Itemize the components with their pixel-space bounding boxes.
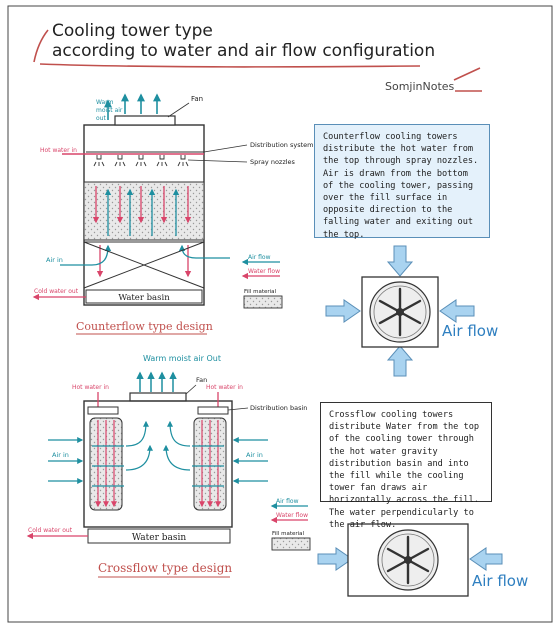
crossflow-water-arrows	[95, 420, 221, 508]
crossflow-fan-leader	[185, 384, 197, 395]
crossflow-warm-air-label: Warm moist air Out	[143, 354, 221, 363]
crossflow-distribution-label: Distribution basin	[250, 404, 307, 412]
counterflow-legend-air-label: Air flow	[248, 254, 271, 261]
crossflow-legend-air-label: Air flow	[276, 498, 299, 505]
counterflow-warm-air-label-1: Warm	[96, 99, 114, 106]
crossflow-air-arrows	[48, 420, 268, 487]
title-underline	[33, 29, 421, 68]
crossflow-basin-label: Water basin	[132, 533, 187, 543]
crossflow-diagram: Warm moist air Out Fan Hot water in Hot …	[26, 354, 311, 578]
counterflow-fan-label: Fan	[191, 95, 203, 103]
crossflow-distribution-basin-right	[197, 406, 229, 415]
counterflow-nozzle-leader	[187, 159, 248, 163]
title-line2: according to water and air flow configur…	[52, 41, 435, 61]
crossflow-caption: Crossflow type design	[98, 561, 232, 575]
crossflow-distribution-basin-left	[87, 406, 119, 415]
counterflow-fan-arrow-bottom	[386, 345, 414, 377]
counterflow-air-arrows	[60, 188, 230, 266]
counterflow-fan-illustration: Air flow	[325, 245, 498, 377]
crossflow-air-in-label-right: Air in	[246, 451, 263, 459]
crossflow-cold-water-label: Cold water out	[28, 527, 73, 534]
counterflow-fill-material	[83, 181, 205, 241]
counterflow-legend-fill-label: Fill material	[244, 289, 277, 295]
counterflow-basin-label: Water basin	[118, 293, 170, 303]
crossflow-fan-arrow-left	[317, 547, 353, 571]
counterflow-water-arrows	[92, 186, 192, 278]
counterflow-cold-water-label: Cold water out	[34, 288, 79, 295]
crossflow-fan-arrow-right	[469, 547, 503, 571]
counterflow-hot-water-label: Hot water in	[40, 147, 77, 154]
counterflow-fan-airflow-label: Air flow	[442, 322, 498, 340]
counterflow-diagram: Water basin Warm moist air out Fan Distr…	[32, 93, 314, 335]
counterflow-warm-air-label-2: moist air	[96, 107, 123, 114]
counterflow-cross-brace-2	[83, 241, 205, 289]
crossflow-legend-fill-label: Fill material	[272, 531, 305, 537]
crossflow-fan-illustration: Air flow	[317, 523, 528, 597]
crossflow-fan-label: Fan	[196, 376, 207, 384]
crossflow-air-in-label-left: Air in	[52, 451, 69, 459]
crossflow-hot-water-label-left: Hot water in	[72, 384, 109, 391]
crossflow-distribution-leader	[227, 407, 249, 411]
crossflow-legend-fill-swatch	[271, 537, 311, 551]
crossflow-fan	[129, 392, 187, 402]
counterflow-nozzle-label: Spray nozzles	[250, 158, 296, 166]
title-line1: Cooling tower type	[52, 21, 213, 41]
counterflow-fan-arrow-left	[325, 299, 361, 323]
counterflow-legend-water-label: Water flow	[248, 268, 280, 275]
crossflow-description-box: Crossflow cooling towers distribute Wate…	[320, 402, 492, 530]
counterflow-fan	[114, 115, 176, 126]
counterflow-fan-leader	[167, 102, 190, 118]
counterflow-fan-arrow-right	[439, 299, 475, 323]
counterflow-spray-nozzles	[93, 155, 189, 167]
crossflow-legend-water-label: Water flow	[276, 512, 308, 519]
crossflow-tower-casing	[83, 400, 233, 528]
brand-logo: SomjinNotes	[385, 80, 455, 93]
crossflow-fan-airflow-label: Air flow	[472, 572, 528, 590]
brand-pencil-icon	[453, 67, 482, 92]
counterflow-caption: Counterflow type design	[76, 320, 213, 333]
counterflow-distribution-leader	[203, 144, 248, 153]
counterflow-description-box: Counterflow cooling towers distribute th…	[314, 124, 490, 240]
counterflow-distribution-label: Distribution system	[250, 141, 314, 149]
counterflow-warm-air-label-3: out	[96, 115, 106, 122]
crossflow-hot-water-label-right: Hot water in	[206, 384, 243, 391]
counterflow-fan-arrow-top	[386, 245, 414, 277]
counterflow-air-in-label: Air in	[46, 256, 63, 264]
counterflow-legend-fill-swatch	[243, 295, 283, 309]
page-frame	[7, 5, 553, 623]
